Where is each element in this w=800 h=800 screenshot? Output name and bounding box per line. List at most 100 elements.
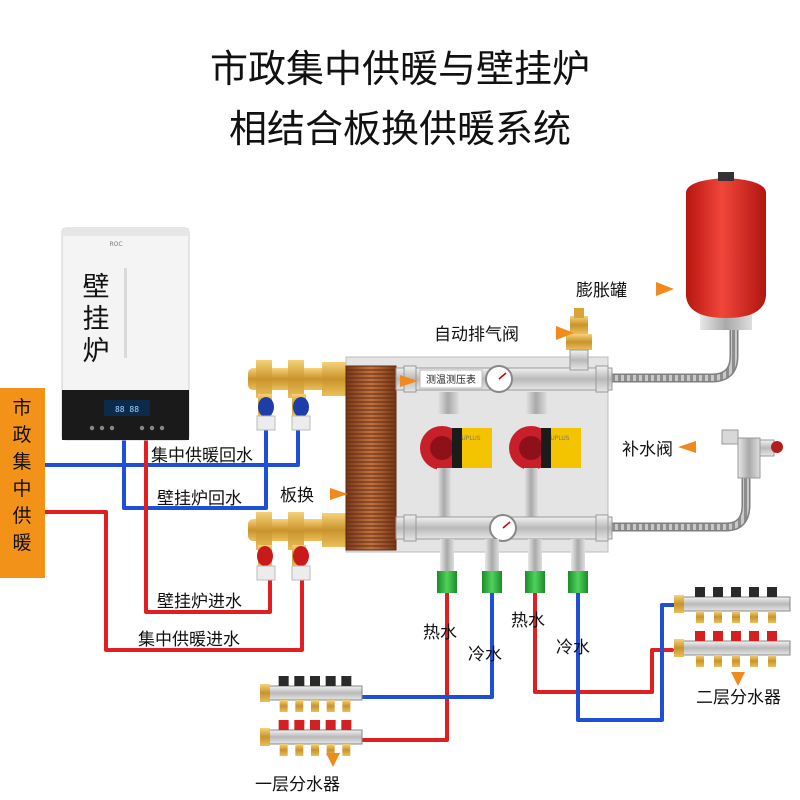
manifold-port bbox=[279, 744, 288, 756]
valve-icon bbox=[257, 546, 273, 566]
pump-right: UPLUS bbox=[509, 392, 581, 470]
central-return-label: 集中供暖回水 bbox=[151, 446, 253, 466]
manifold-port bbox=[714, 611, 722, 623]
floor2-hot-pipe bbox=[533, 588, 674, 694]
cold-water-label-1: 冷水 bbox=[468, 645, 502, 665]
pipe-network bbox=[43, 410, 684, 742]
manifold-port bbox=[714, 655, 722, 667]
auto-vent-label: 自动排气阀 bbox=[434, 325, 519, 345]
valve-icon bbox=[278, 676, 289, 686]
valve-icon bbox=[713, 587, 723, 597]
arrow-right-icon bbox=[656, 282, 674, 296]
manifold-end-cap bbox=[260, 684, 270, 702]
arrow-right-icon bbox=[556, 326, 574, 340]
manifold-port bbox=[696, 611, 704, 623]
valve-icon bbox=[731, 631, 741, 641]
manifold-port bbox=[311, 744, 319, 756]
manifold-port bbox=[311, 700, 319, 712]
bottom-manifold bbox=[395, 514, 613, 542]
upper-valve-group bbox=[248, 360, 346, 431]
manifold-port bbox=[295, 700, 304, 712]
pump-brand: UPLUS bbox=[461, 435, 480, 442]
temp-pressure-gauge-label: 测温测压表 bbox=[426, 373, 476, 386]
manifold-port bbox=[342, 700, 351, 712]
valve-icon bbox=[258, 397, 274, 417]
valve-icon bbox=[293, 546, 309, 566]
arrow-down-icon bbox=[326, 753, 340, 767]
refill-valve bbox=[721, 429, 783, 479]
manifold-end-cap bbox=[674, 595, 684, 613]
floor2-cold-pipe bbox=[576, 588, 684, 722]
plate-heat-exchanger bbox=[345, 365, 397, 551]
valve-icon bbox=[278, 720, 289, 730]
manifold-port bbox=[342, 744, 351, 756]
manifold-port bbox=[768, 611, 776, 623]
manifold-bar bbox=[267, 729, 363, 745]
manifold-port bbox=[279, 700, 288, 712]
valve-icon bbox=[310, 720, 320, 730]
boiler-brand: ROC bbox=[109, 241, 122, 248]
central-supply-label: 集中供暖进水 bbox=[138, 630, 240, 650]
floor1-manifold bbox=[260, 676, 363, 756]
city-heating-label-char: 中 bbox=[12, 478, 31, 500]
boiler-label-char: 挂 bbox=[83, 304, 110, 335]
valve-icon bbox=[325, 720, 336, 730]
expansion-tank-label: 膨胀罐 bbox=[576, 281, 627, 301]
manifold-end-cap bbox=[260, 728, 270, 746]
pump-brand: UPLUS bbox=[550, 435, 569, 442]
boiler-return-label: 壁挂炉回水 bbox=[157, 489, 242, 509]
boiler-supply-label: 壁挂炉进水 bbox=[157, 592, 242, 612]
valve-icon bbox=[294, 720, 305, 730]
manifold-end-cap bbox=[674, 639, 684, 657]
title-line-2: 相结合板换供暖系统 bbox=[229, 107, 571, 151]
manifold-port bbox=[326, 744, 335, 756]
valve-icon bbox=[695, 631, 705, 641]
manifold-bar bbox=[681, 640, 791, 656]
manifold-port bbox=[732, 655, 740, 667]
cold-water-label-2: 冷水 bbox=[556, 638, 590, 658]
boiler-buttons bbox=[89, 425, 165, 431]
plate-exchanger-label: 板换 bbox=[280, 486, 314, 506]
refill-valve-label: 补水阀 bbox=[622, 440, 673, 460]
valve-icon bbox=[731, 587, 741, 597]
floor1-hot-pipe bbox=[360, 588, 449, 742]
wall-boiler: ROC 壁 挂 炉 88 88 bbox=[61, 227, 190, 441]
boiler-supply-pipe bbox=[144, 438, 272, 614]
manifold-port bbox=[326, 700, 335, 712]
arrow-left-icon bbox=[678, 441, 696, 453]
manifold-bar bbox=[681, 596, 791, 612]
manifold-port bbox=[768, 655, 776, 667]
hot-water-label-2: 热水 bbox=[511, 611, 545, 631]
boiler-return-pipe bbox=[122, 413, 268, 510]
valve-icon bbox=[294, 676, 305, 686]
valve-icon bbox=[749, 587, 759, 597]
title-line-1: 市政集中供暖与壁挂炉 bbox=[210, 47, 590, 91]
manifold-bar bbox=[267, 685, 363, 701]
arrows bbox=[326, 282, 745, 767]
city-heating-label-char: 暖 bbox=[12, 532, 31, 554]
valve-icon bbox=[695, 587, 705, 597]
boiler-display bbox=[104, 400, 150, 416]
hot-water-label-1: 热水 bbox=[423, 623, 457, 643]
manifold-port bbox=[750, 655, 758, 667]
valve-icon bbox=[767, 631, 777, 641]
floor2-manifold bbox=[674, 587, 791, 667]
manifold-port bbox=[696, 655, 704, 667]
valve-icon bbox=[341, 676, 352, 686]
top-manifold: 测温测压表 bbox=[395, 365, 613, 393]
floor1-cold-pipe bbox=[360, 588, 494, 699]
valve-icon bbox=[325, 676, 336, 686]
arrow-right-icon bbox=[330, 488, 348, 500]
manifold-port bbox=[295, 744, 304, 756]
boiler-label-char: 壁 bbox=[83, 272, 110, 303]
pump-left: UPLUS bbox=[420, 392, 492, 470]
boiler-label-char: 炉 bbox=[83, 336, 110, 367]
city-heating-label-char: 集 bbox=[12, 451, 31, 473]
valve-icon bbox=[767, 587, 777, 597]
city-heating-label-char: 市 bbox=[12, 397, 31, 419]
lower-valve-group bbox=[248, 512, 346, 581]
city-heating-label-char: 供 bbox=[12, 505, 31, 527]
valve-icon bbox=[713, 631, 723, 641]
city-heating-box: 市 政 集 中 供 暖 bbox=[0, 388, 45, 578]
